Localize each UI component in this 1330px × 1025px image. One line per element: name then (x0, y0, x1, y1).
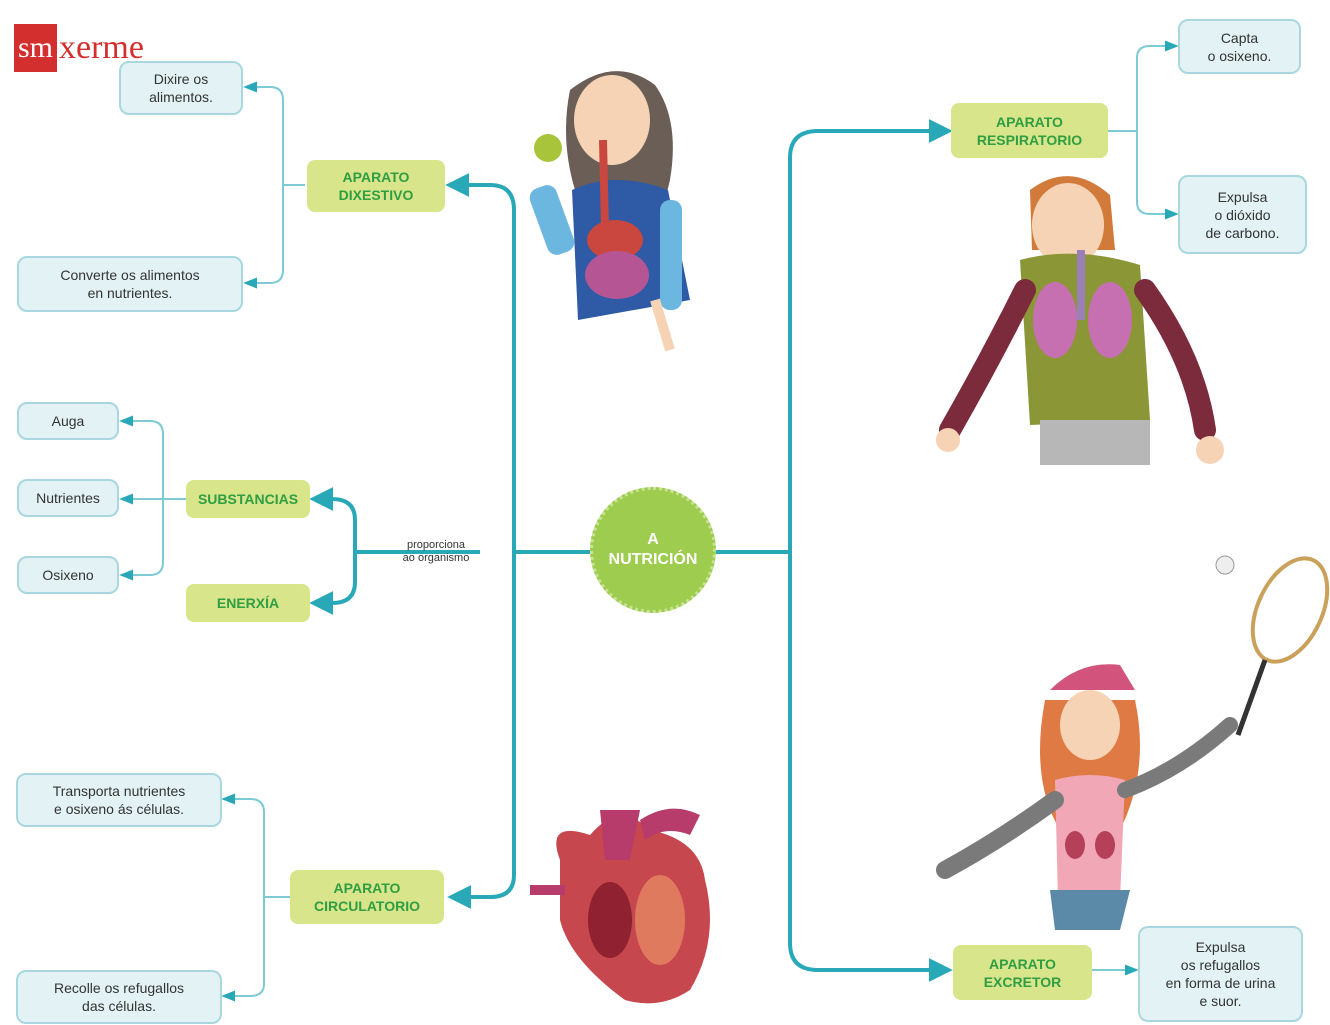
heart-illustration (530, 808, 710, 1004)
center-node-nutricion: A NUTRICIÓN (590, 487, 716, 613)
node-enerxia: ENERXÍA (186, 584, 310, 622)
node-aparato-circulatorio: APARATO CIRCULATORIO (290, 870, 444, 924)
node-nutrientes: Nutrientes (17, 479, 119, 517)
connector-label: proporciona ao organismo (402, 539, 470, 564)
node-expulsa-refugallos: Expulsa os refugallos en forma de urina … (1138, 926, 1303, 1022)
node-aparato-respiratorio: APARATO RESPIRATORIO (951, 103, 1108, 158)
trunk-right (716, 119, 953, 982)
brand-logo: sm xerme (14, 22, 144, 74)
digestive-girl-illustration (529, 71, 690, 352)
brand-logo-box: sm (14, 24, 58, 72)
node-converte-alimentos: Converte os alimentos en nutrientes. (17, 256, 243, 312)
node-substancias: SUBSTANCIAS (186, 480, 310, 518)
respiratory-boy-illustration (936, 176, 1224, 465)
node-aparato-excretor: APARATO EXCRETOR (953, 945, 1092, 1000)
node-capta-osixeno: Capta o osixeno. (1178, 19, 1301, 74)
node-recolle-refugallos: Recolle os refugallos das células. (16, 970, 222, 1024)
thin-branches (119, 40, 1179, 1002)
excretory-girl-illustration (936, 555, 1330, 930)
brand-logo-text: xerme (59, 29, 144, 66)
trunk-left (309, 173, 590, 909)
node-dixire-alimentos: Dixire os alimentos. (119, 61, 243, 115)
node-expulsa-dioxido: Expulsa o dióxido de carbono. (1178, 175, 1307, 254)
node-aparato-dixestivo: APARATO DIXESTIVO (307, 160, 445, 212)
node-transporta-nutrientes: Transporta nutrientes e osixeno ás célul… (16, 773, 222, 827)
node-osixeno: Osixeno (17, 556, 119, 594)
node-auga: Auga (17, 402, 119, 440)
